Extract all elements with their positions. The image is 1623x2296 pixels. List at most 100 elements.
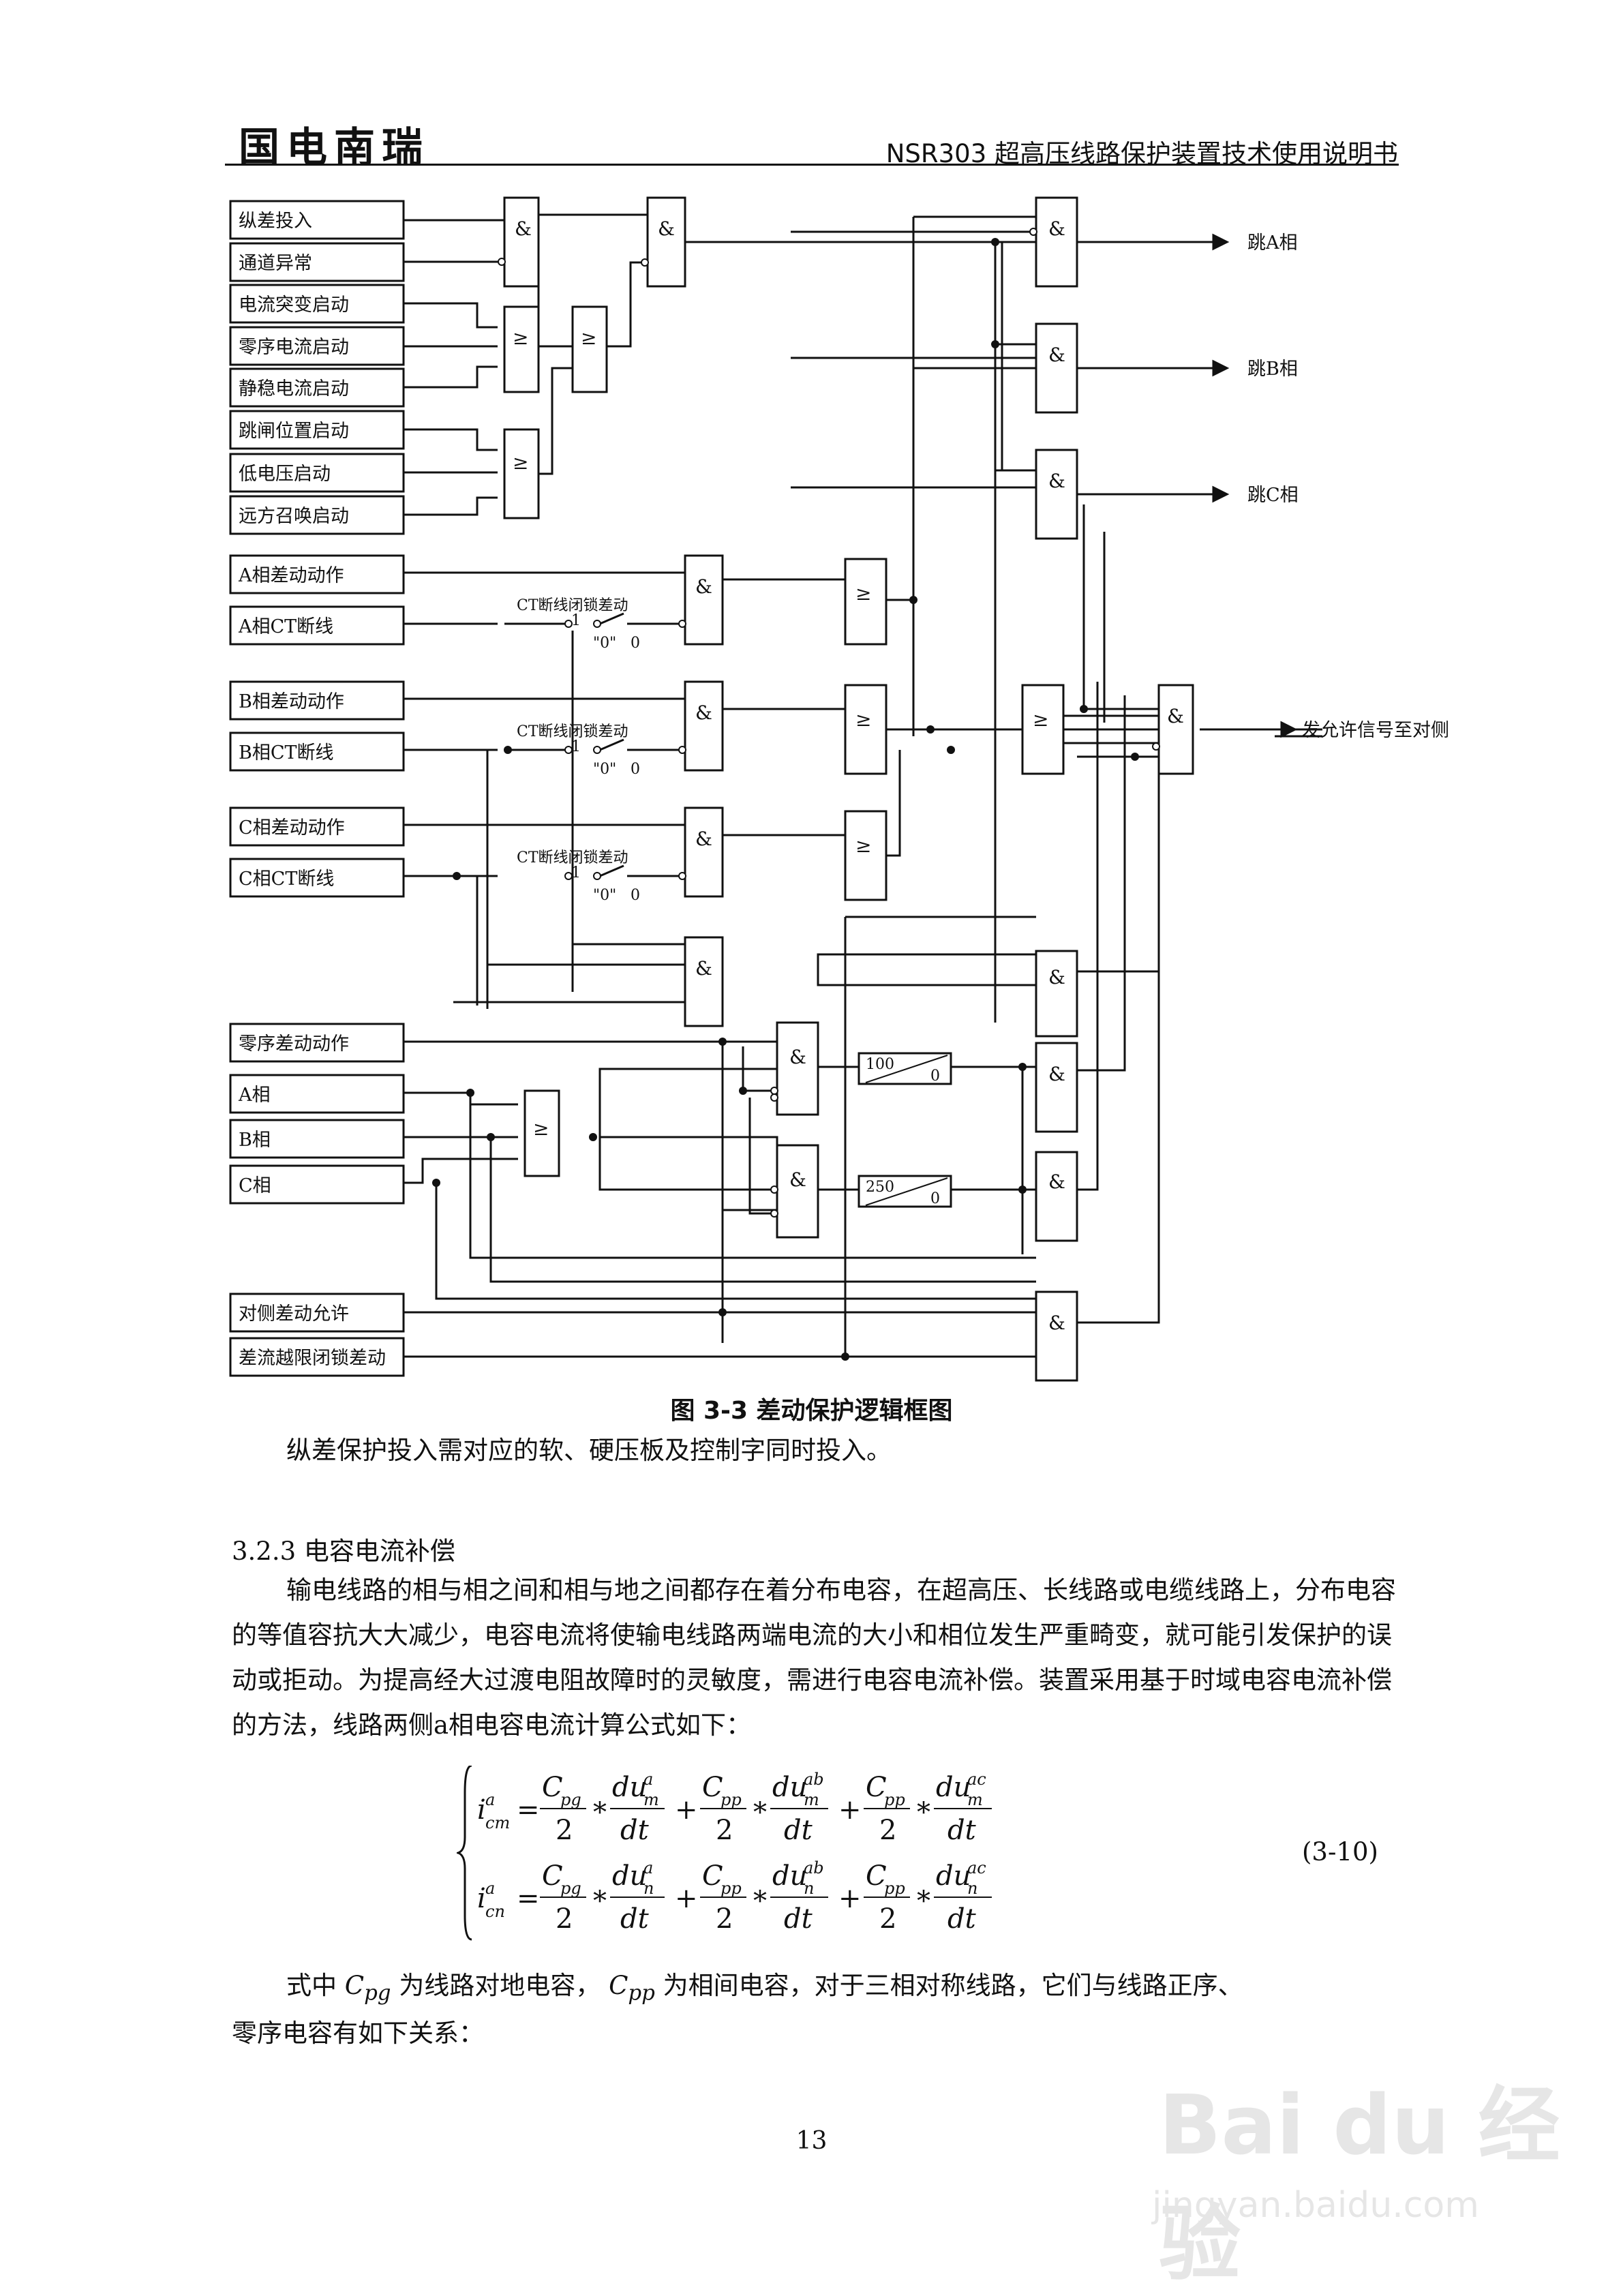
eq-sub: pp	[884, 1879, 905, 1898]
eq-plus: +	[675, 1883, 698, 1914]
or-gate: ≥	[855, 834, 871, 857]
input-label: 低电压启动	[239, 464, 331, 485]
or-gate: ≥	[513, 327, 528, 349]
eq-sup: a	[643, 1770, 653, 1789]
eq-i: i	[477, 1794, 486, 1826]
and-gate: &	[1048, 217, 1065, 240]
eq-c: C	[542, 1860, 563, 1892]
eq-equals: =	[517, 1794, 540, 1826]
and-gate: &	[789, 1168, 806, 1191]
and-gate: &	[515, 217, 532, 240]
para3-text: 式中	[286, 1971, 337, 2000]
and-gate: &	[695, 828, 712, 850]
eq-star: *	[593, 1797, 607, 1828]
switch-label: CT断线闭锁差动	[517, 597, 628, 614]
eq-dt: dt	[784, 1903, 813, 1935]
eq-two: 2	[716, 1815, 733, 1846]
switch-q0: "0"	[593, 635, 616, 652]
eq-dt: dt	[947, 1815, 977, 1846]
eq-c: C	[542, 1772, 563, 1803]
eq-dt: dt	[784, 1815, 813, 1846]
eq-two: 2	[879, 1903, 896, 1935]
paragraph-3: 式中 Cpg 为线路对地电容， Cpp 为相间电容，对于三相对称线路，它们与线路…	[232, 1963, 1399, 2015]
paragraph-2: 输电线路的相与相之间和相与地之间都存在着分布电容，在超高压、长线路或电缆线路上，…	[232, 1575, 1396, 1740]
eq-sub: cm	[485, 1813, 510, 1832]
equation-3-10: i a cm = C pg 2 * du m a dt + C pp 2 * d…	[457, 1766, 992, 1941]
and-gate: &	[1048, 470, 1065, 492]
switch-label: CT断线闭锁差动	[517, 723, 628, 740]
eq-sup: ab	[804, 1858, 824, 1877]
eq-sub: pg	[560, 1879, 581, 1898]
or-gate: ≥	[513, 451, 528, 474]
para3-text: 为线路对地电容，	[399, 1971, 601, 2000]
output-permit-signal: 发允许信号至对侧	[1302, 720, 1449, 741]
input-label: C相	[239, 1175, 271, 1196]
input-label: 纵差投入	[239, 211, 312, 232]
or-gate: ≥	[855, 708, 871, 731]
eq-sub: cn	[485, 1902, 505, 1921]
input-label: 零序电流启动	[239, 337, 349, 358]
input-label: B相差动动作	[239, 691, 344, 712]
eq-star: *	[917, 1886, 930, 1917]
input-label: C相差动动作	[239, 817, 345, 839]
switch-one: 1	[571, 738, 581, 755]
and-gate: &	[1048, 1312, 1065, 1334]
or-gate: ≥	[1033, 708, 1048, 731]
and-gate: &	[1048, 1063, 1065, 1085]
eq-sub: pp	[721, 1790, 742, 1809]
input-label: 静稳电流启动	[239, 378, 349, 399]
equation-number: (3-10)	[1302, 1837, 1378, 1867]
eq-sub: pp	[721, 1879, 742, 1898]
eq-du: du	[612, 1860, 647, 1892]
paragraph-3-cont: 零序电容有如下关系：	[232, 2019, 484, 2048]
eq-sup: ac	[967, 1858, 986, 1877]
timer-delay: 250	[866, 1179, 894, 1196]
and-gate: &	[1048, 1170, 1065, 1193]
eq-du: du	[612, 1772, 647, 1803]
output-trip-b: 跳B相	[1247, 359, 1298, 380]
symbol-sub: pp	[628, 1980, 655, 2006]
page-number: 13	[795, 2127, 828, 2155]
switch-one: 1	[571, 864, 581, 881]
eq-star: *	[753, 1797, 767, 1828]
eq-sup: ac	[967, 1770, 986, 1789]
watermark-url: jingyan.baidu.com	[1152, 2185, 1479, 2226]
eq-du: du	[936, 1860, 971, 1892]
eq-dt: dt	[947, 1903, 977, 1935]
switch-one: 1	[571, 612, 581, 629]
eq-sub: n	[643, 1879, 654, 1898]
eq-du: du	[936, 1772, 971, 1803]
input-label: A相差动动作	[238, 565, 344, 586]
timer-reset: 0	[930, 1190, 940, 1207]
output-trip-c: 跳C相	[1247, 485, 1299, 506]
switch-q0: "0"	[593, 761, 616, 778]
eq-sup: ab	[804, 1770, 824, 1789]
symbol-sub: pg	[364, 1980, 391, 2006]
switch-label: CT断线闭锁差动	[517, 849, 628, 866]
and-gate: &	[1048, 344, 1065, 366]
eq-dt: dt	[620, 1815, 650, 1846]
and-gate: &	[695, 701, 712, 724]
input-label: 远方召唤启动	[239, 506, 349, 527]
and-gate: &	[1048, 966, 1065, 988]
eq-two: 2	[879, 1815, 896, 1846]
eq-sub: n	[967, 1879, 977, 1898]
and-gate: &	[1167, 705, 1184, 727]
eq-plus: +	[838, 1883, 862, 1914]
document-title: NSR303 超高压线路保护装置技术使用说明书	[885, 139, 1398, 168]
switch-zero: 0	[631, 635, 640, 652]
and-gate: &	[789, 1046, 806, 1068]
and-gate: &	[658, 217, 675, 240]
eq-sup: a	[485, 1879, 495, 1898]
switch-zero: 0	[631, 761, 640, 778]
input-label: A相	[238, 1085, 271, 1106]
symbol-c: C	[609, 1971, 628, 2000]
eq-sub: n	[804, 1879, 814, 1898]
eq-sup: a	[485, 1790, 495, 1809]
input-label: 通道异常	[239, 253, 312, 274]
eq-sup: a	[643, 1858, 653, 1877]
output-trip-a: 跳A相	[1247, 232, 1298, 254]
section-heading: 3.2.3 电容电流补偿	[232, 1537, 455, 1566]
eq-dt: dt	[620, 1903, 650, 1935]
eq-star: *	[593, 1886, 607, 1917]
